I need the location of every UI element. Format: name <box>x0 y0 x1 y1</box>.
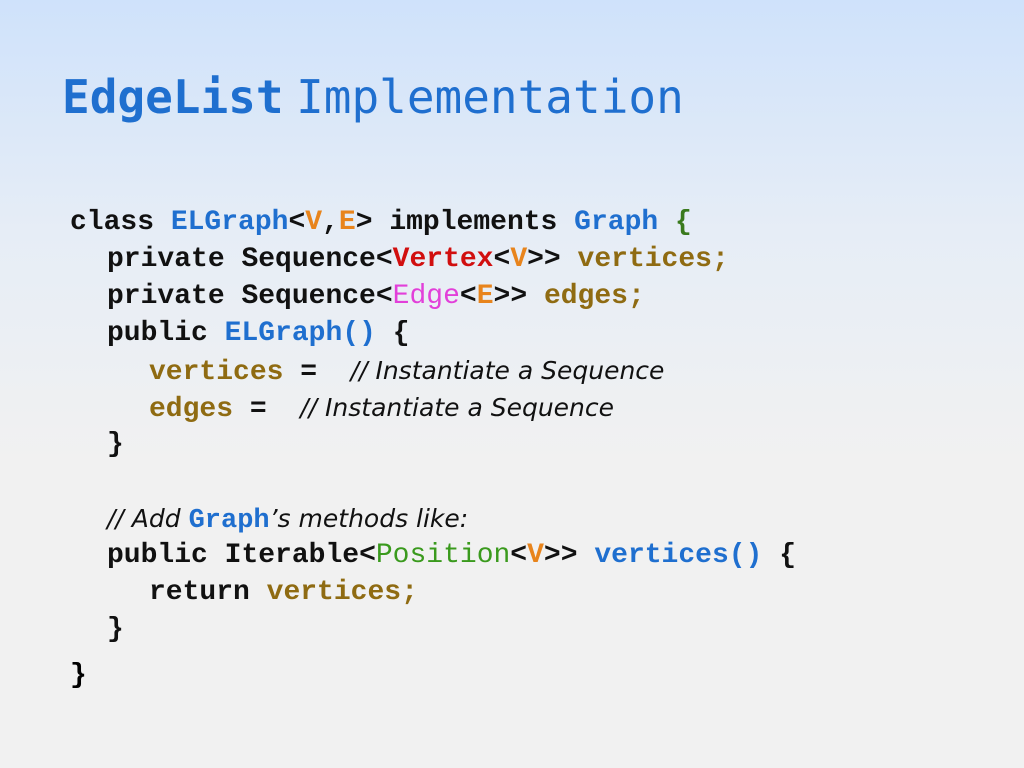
comment-prefix: // Add <box>107 504 181 533</box>
comment-graph-code: Graph <box>188 506 270 536</box>
field-edges: edges <box>543 281 628 312</box>
close-generics: >> <box>527 244 561 275</box>
close-brace: } <box>107 429 124 460</box>
code-comment: // Instantiate a Sequence <box>350 356 665 385</box>
code-line-edges-field: private Sequence<Edge<E>> edges; <box>70 278 796 315</box>
type-param-v: V <box>305 207 323 238</box>
type-param-v: V <box>527 540 544 571</box>
keyword-implements: implements <box>389 207 558 238</box>
lt-symbol: < <box>459 281 477 312</box>
slide-title-rest: Implementation <box>296 70 684 124</box>
close-brace: } <box>107 614 124 645</box>
code-line-method-close: } <box>70 611 796 648</box>
code-line-return: return vertices; <box>70 574 796 611</box>
code-line-vertices-field: private Sequence<Vertex<V>> vertices; <box>70 241 796 278</box>
slide-title: EdgeList Implementation <box>62 64 684 129</box>
close-generics: >> <box>543 540 578 571</box>
open-brace: { <box>392 318 410 349</box>
type-param-v: V <box>510 244 528 275</box>
class-name: ELGraph <box>170 207 289 238</box>
type-param-e: E <box>476 281 494 312</box>
keyword-return: return <box>149 577 250 608</box>
open-brace: { <box>779 540 796 571</box>
code-comment: // Instantiate a Sequence <box>300 393 615 422</box>
gt-symbol: > <box>355 207 373 238</box>
comment-suffix: ’s methods like: <box>269 504 469 533</box>
semicolon: ; <box>401 577 418 608</box>
code-line-edges-assign: edges = // Instantiate a Sequence <box>70 389 796 426</box>
sequence-type: Sequence< <box>241 281 393 312</box>
field-vertices: vertices <box>149 357 284 388</box>
interface-name: Graph <box>574 207 659 238</box>
assign-symbol: = <box>300 357 318 388</box>
type-param-e: E <box>338 207 356 238</box>
code-line-class-declaration: class ELGraph<V,E> implements Graph { <box>70 204 796 241</box>
code-line-constructor-close: } <box>70 426 796 463</box>
code-block: class ELGraph<V,E> implements Graph { pr… <box>70 204 796 648</box>
class-close-brace: } <box>70 660 87 691</box>
sequence-type: Sequence< <box>241 244 393 275</box>
code-line-vertices-method: public Iterable<Position<V>> vertices() … <box>70 537 796 574</box>
keyword-private: private <box>107 281 225 312</box>
lt-symbol: < <box>288 207 306 238</box>
field-vertices: vertices <box>577 244 712 275</box>
lt-symbol: < <box>510 540 528 571</box>
field-edges: edges <box>149 394 234 425</box>
close-generics: >> <box>493 281 528 312</box>
keyword-public: public <box>107 540 208 571</box>
code-line-vertices-assign: vertices = // Instantiate a Sequence <box>70 352 796 389</box>
semicolon: ; <box>627 281 645 312</box>
assign-symbol: = <box>249 394 267 425</box>
vertex-type: Vertex <box>392 244 494 275</box>
position-type: Position <box>375 540 511 571</box>
lt-symbol: < <box>493 244 511 275</box>
keyword-private: private <box>107 244 225 275</box>
keyword-class: class <box>70 207 155 238</box>
blank-line <box>70 463 796 500</box>
constructor-name: ELGraph() <box>224 318 376 349</box>
method-vertices: vertices() <box>594 540 763 571</box>
open-brace: { <box>675 207 692 238</box>
field-vertices: vertices <box>266 577 402 608</box>
keyword-public: public <box>107 318 208 349</box>
code-line-constructor: public ELGraph() { <box>70 315 796 352</box>
slide-title-code: EdgeList <box>62 70 284 124</box>
semicolon: ; <box>711 244 729 275</box>
iterable-type: Iterable< <box>224 540 376 571</box>
code-line-methods-comment: // Add Graph’s methods like: <box>70 500 796 537</box>
edge-type: Edge <box>392 281 460 312</box>
comma-symbol: , <box>322 207 339 238</box>
